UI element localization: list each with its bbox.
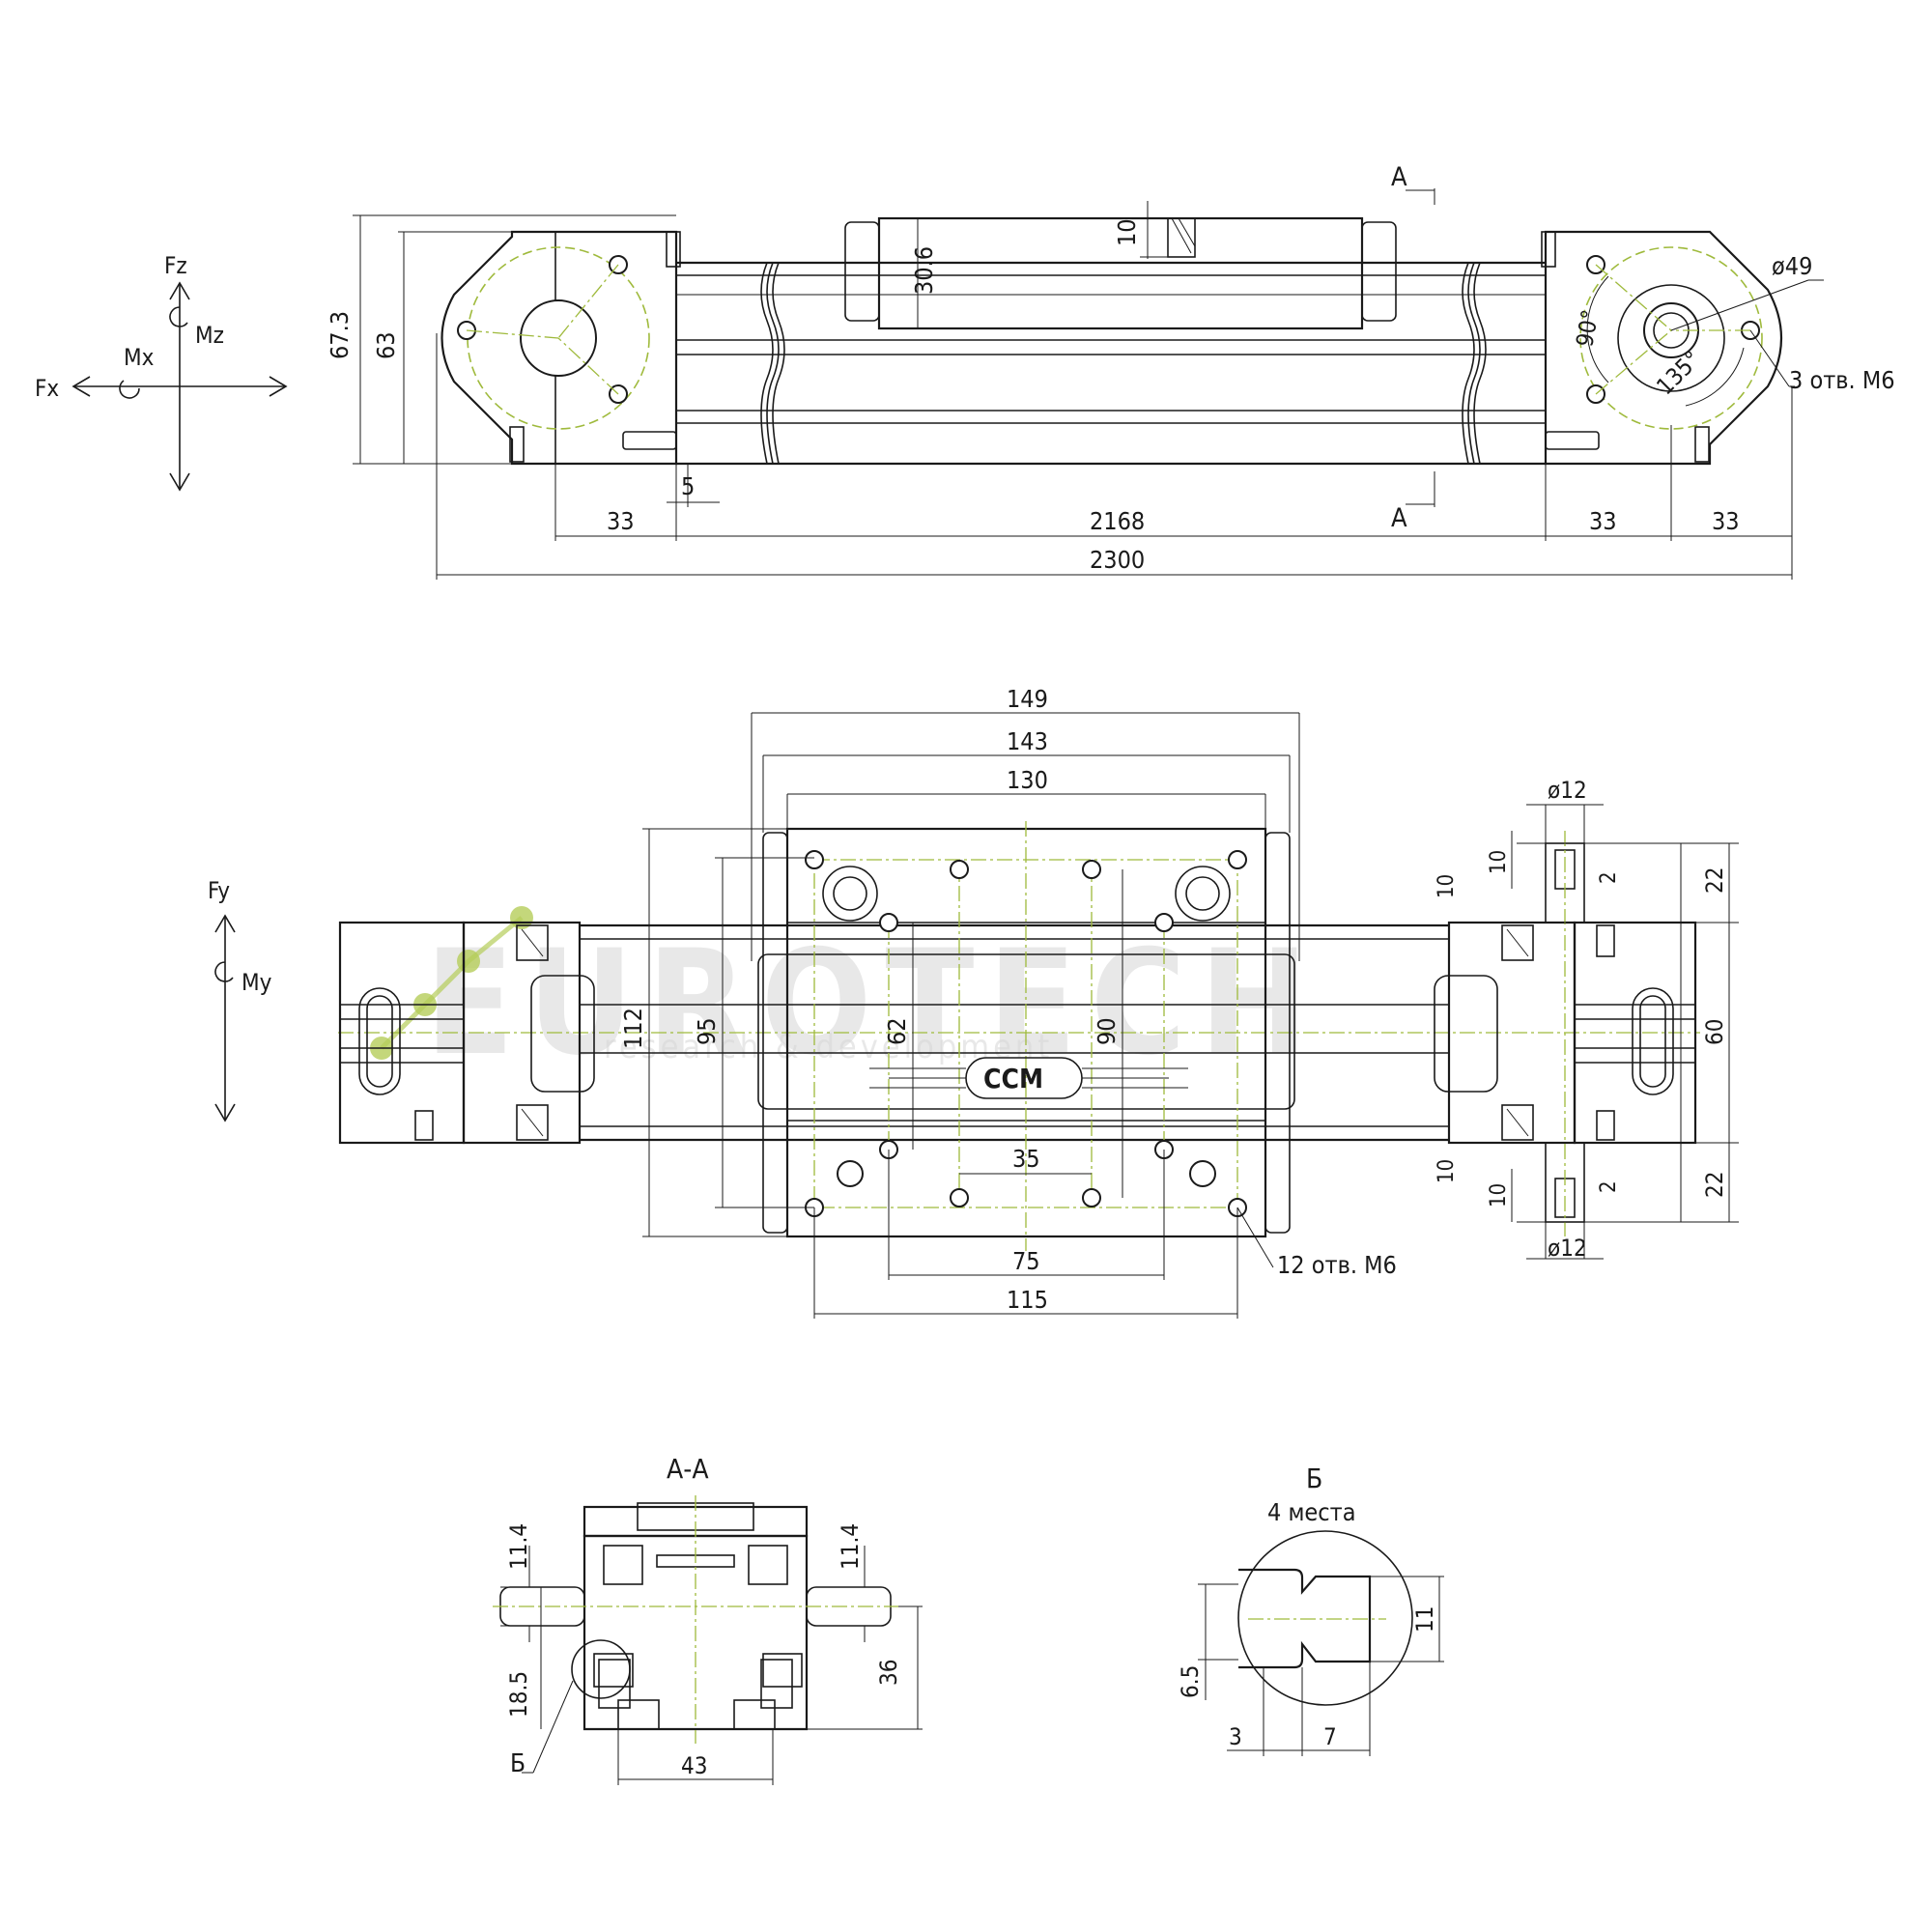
dim-95: 95 (693, 1017, 721, 1045)
force-axis-y: Fy My (208, 877, 272, 1122)
dim-30-6: 30.6 (910, 246, 938, 295)
section-mark-bottom: А (1391, 503, 1407, 533)
dim-33-left: 33 (607, 507, 635, 535)
top-view: Fz Mz Mx Fx (35, 162, 1895, 580)
right-end-cap-plan (1434, 831, 1697, 1236)
dim-35: 35 (1012, 1145, 1040, 1173)
dim-130: 130 (1007, 766, 1048, 794)
dim-75: 75 (1012, 1247, 1040, 1275)
dim-2-a: 2 (1597, 871, 1621, 884)
dim-22-top: 22 (1701, 867, 1728, 894)
fy-label: Fy (208, 877, 230, 904)
holes-label: 12 отв. М6 (1277, 1251, 1397, 1279)
dim-6-5: 6.5 (1177, 1665, 1204, 1698)
dim-2300: 2300 (1090, 546, 1145, 574)
profile-body (622, 261, 1600, 466)
dim-43: 43 (681, 1752, 707, 1779)
mz-label: Mz (195, 322, 224, 349)
detail-view: Б 4 места 11 6.5 3 7 (1177, 1463, 1444, 1756)
watermark-brand: EUROTECH (425, 920, 1322, 1088)
dim-36: 36 (875, 1660, 902, 1686)
dim-10-c: 10 (1435, 1159, 1459, 1183)
detail-subtitle: 4 места (1267, 1498, 1356, 1526)
carriage-top (844, 216, 1397, 330)
dim-2168: 2168 (1090, 507, 1145, 535)
my-rotation-icon (214, 961, 234, 982)
profile-plan (338, 923, 1700, 1142)
detail-title: Б (1306, 1463, 1322, 1494)
dim-22-bottom: 22 (1701, 1172, 1728, 1198)
carriage-plan: CCM (757, 821, 1295, 1251)
ccm-logo: CCM (869, 1057, 1188, 1099)
watermark: EUROTECH research & development (370, 906, 1322, 1088)
dim-33-right-b: 33 (1712, 507, 1740, 535)
my-label: My (242, 969, 272, 996)
dim-10-d: 10 (1487, 1183, 1511, 1208)
dim-2-b: 2 (1597, 1180, 1621, 1193)
right-end-cap (1541, 230, 1824, 466)
pin-dia-bottom: ø12 (1548, 1235, 1587, 1262)
force-axes-xz: Fz Mz Mx Fx (35, 252, 288, 492)
mz-rotation-icon (169, 306, 188, 327)
dim-60: 60 (1701, 1019, 1728, 1045)
dim-115: 115 (1007, 1286, 1048, 1314)
dim-10-a: 10 (1487, 850, 1511, 874)
dim-63: 63 (372, 331, 400, 359)
dim-143: 143 (1007, 727, 1048, 755)
plan-dimensions: 149 143 130 112 95 62 90 35 75 115 12 от… (619, 685, 1739, 1319)
flange-diameter: ø49 (1772, 252, 1812, 280)
section-title: А-А (667, 1453, 709, 1485)
dim-10-slot: 10 (1113, 218, 1141, 246)
dim-10-b: 10 (1435, 874, 1459, 898)
dim-5: 5 (681, 472, 695, 500)
dim-62: 62 (883, 1017, 911, 1045)
dim-90: 90 (1093, 1017, 1121, 1045)
section-mark-top: А (1391, 162, 1407, 192)
dim-112: 112 (619, 1008, 647, 1049)
fz-label: Fz (164, 252, 187, 279)
dim-11: 11 (1411, 1606, 1438, 1633)
ccm-logo-text: CCM (983, 1063, 1043, 1094)
dim-7: 7 (1323, 1723, 1337, 1750)
section-view: А-А 11.4 11.4 18.5 36 (493, 1453, 923, 1785)
mx-label: Mx (124, 344, 155, 371)
dim-11-4-left: 11.4 (505, 1523, 532, 1570)
dim-149: 149 (1007, 685, 1048, 713)
detail-callout: Б (510, 1749, 526, 1778)
fx-label: Fx (35, 375, 59, 402)
watermark-tagline: research & development (604, 1028, 1053, 1066)
pin-dia-top: ø12 (1548, 777, 1587, 804)
plan-view: EUROTECH research & development Fy My (208, 685, 1739, 1319)
left-end-cap-plan (338, 921, 595, 1145)
mx-rotation-icon (119, 380, 140, 399)
top-dimensions: 67.3 63 30.6 10 5 33 2168 33 33 2300 А А… (326, 162, 1895, 580)
dim-11-4-right: 11.4 (837, 1523, 864, 1570)
flange-holes-label: 3 отв. М6 (1789, 366, 1895, 394)
flange-angle-90: 90° (1571, 307, 1604, 349)
left-end-cap (440, 230, 681, 466)
dim-67-3: 67.3 (326, 311, 354, 359)
dim-18-5: 18.5 (505, 1671, 532, 1718)
dim-33-right-a: 33 (1589, 507, 1617, 535)
dim-3: 3 (1229, 1723, 1242, 1750)
